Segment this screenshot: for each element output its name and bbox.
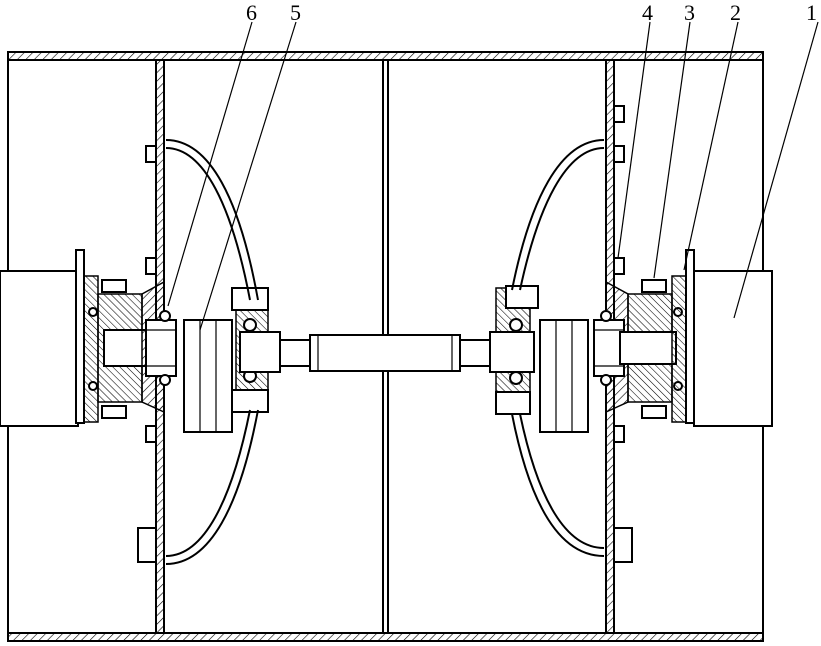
left-clip — [137, 527, 157, 563]
center-shaft — [279, 334, 497, 372]
right-disc — [539, 319, 589, 433]
left-ball-upper — [159, 310, 171, 322]
callout-labels: 6 5 4 3 2 1 — [246, 0, 817, 25]
leader-2 — [683, 21, 739, 271]
right-coupling-shaft — [619, 331, 677, 365]
leader-1 — [733, 21, 819, 319]
leader-lines — [167, 21, 819, 331]
right-hose-lower-b — [511, 413, 605, 557]
leader-6 — [167, 21, 253, 307]
right-motor-flange — [685, 249, 695, 424]
callout-6: 6 — [246, 0, 257, 25]
right-motor-mount — [671, 275, 687, 423]
callout-4: 4 — [642, 0, 653, 25]
right-bolt-bottom — [641, 405, 667, 419]
left-motor — [0, 249, 99, 427]
callout-5: 5 — [290, 0, 301, 25]
callout-3: 3 — [684, 0, 695, 25]
leader-3 — [653, 21, 691, 279]
right-motor-body — [693, 270, 773, 427]
flex-hoses — [165, 139, 605, 565]
right-bolt-top — [641, 279, 667, 293]
callout-2: 2 — [730, 0, 741, 25]
right-coupling — [593, 279, 683, 419]
wall-fasteners — [137, 105, 633, 563]
top-plate — [7, 51, 764, 61]
right-hose-lower-a — [519, 413, 605, 549]
left-coupling — [88, 279, 177, 419]
left-disc-body — [183, 319, 233, 433]
left-ball-lower — [159, 374, 171, 386]
left-motor-body — [0, 270, 79, 427]
right-disc-body — [539, 319, 589, 433]
left-shaft-housing — [231, 287, 281, 413]
leader-5 — [199, 21, 297, 331]
bottom-plate — [7, 632, 764, 642]
left-hose-lower-b — [165, 409, 259, 565]
left-hose-lower-a — [165, 409, 251, 557]
left-bearing-6 — [145, 319, 177, 377]
left-hose-upper-b — [165, 147, 251, 301]
leader-4 — [617, 21, 651, 259]
left-disc-5 — [183, 319, 233, 433]
left-bolt-bottom — [101, 405, 127, 419]
left-bolt-top — [101, 279, 127, 293]
right-shaft-housing — [489, 285, 539, 415]
right-clip — [613, 527, 633, 563]
left-hose-upper-a — [165, 139, 259, 301]
left-motor-flange — [75, 249, 85, 424]
right-hose-upper-a — [511, 139, 605, 291]
callout-1: 1 — [806, 0, 817, 25]
left-motor-mount — [83, 275, 99, 423]
shaft-end-left — [279, 339, 311, 367]
right-hose-upper-b — [519, 147, 605, 291]
right-motor-1 — [671, 249, 773, 427]
shaft-main — [309, 334, 461, 372]
